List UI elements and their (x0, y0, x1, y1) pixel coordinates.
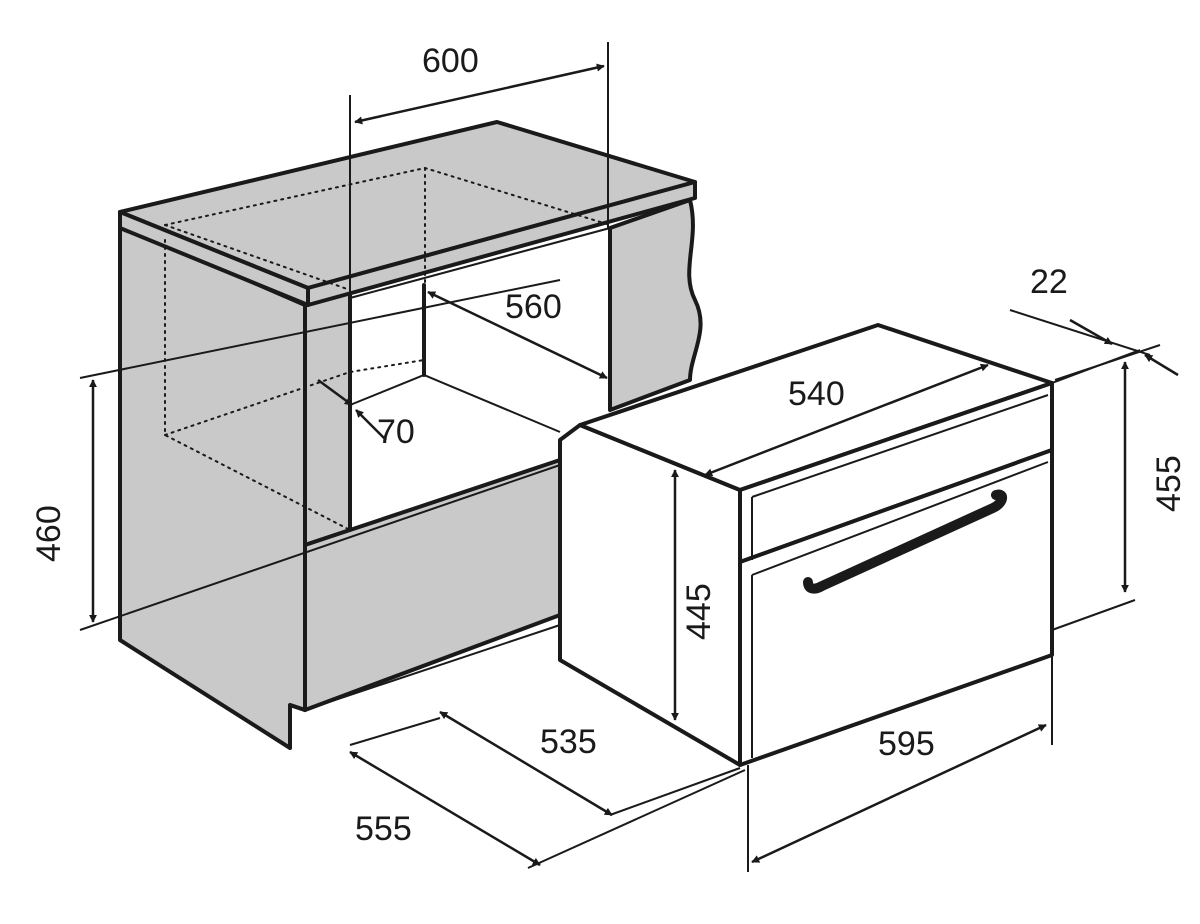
cabinet-opening-back-edge (349, 227, 611, 299)
label-560: 560 (505, 288, 562, 326)
extension-line-555-left (349, 717, 441, 746)
cabinet (118, 120, 703, 750)
label-600: 600 (422, 42, 479, 80)
label-540: 540 (788, 375, 845, 413)
extension-line-22-a (1009, 309, 1151, 356)
extension-line-555-right (527, 769, 746, 869)
dim-600-arrow (354, 63, 605, 125)
label-595: 595 (878, 725, 935, 763)
label-445: 445 (680, 583, 718, 640)
dim-555-arrow (349, 750, 541, 867)
dim-22-arrow (1069, 318, 1113, 346)
cabinet-inner-floor (349, 373, 561, 433)
dimension-labels: 600 560 70 460 540 22 455 445 535 555 59… (30, 42, 1188, 848)
dim-595-arrow (751, 723, 1047, 864)
extension-line-22-b (1054, 344, 1161, 381)
cabinet-base-notch (288, 703, 307, 712)
dim-22-arrow-2 (1144, 353, 1179, 377)
dim-70-arrow (317, 378, 353, 407)
oven-handle-icon (803, 489, 1007, 594)
cabinet-base-lower-edge (304, 624, 561, 711)
label-70: 70 (377, 413, 415, 451)
extension-line-455-bottom (1051, 599, 1136, 631)
label-535: 535 (540, 723, 597, 761)
extension-line-460-bottom (79, 464, 561, 631)
cabinet-hidden-top-front (164, 224, 351, 291)
dim-540-arrow (704, 363, 989, 477)
dim-560-arrow (427, 290, 608, 380)
label-455: 455 (1150, 455, 1188, 512)
extension-line-535-right (609, 767, 741, 816)
label-22: 22 (1030, 263, 1068, 301)
cabinet-worktop-right-edge (306, 180, 697, 307)
dim-70-arrow-2 (355, 409, 387, 441)
label-555: 555 (355, 810, 412, 848)
cabinet-left-panel (118, 223, 307, 750)
cabinet-right-panel (608, 198, 703, 412)
dimension-lines (79, 42, 1179, 872)
label-460: 460 (30, 505, 68, 562)
